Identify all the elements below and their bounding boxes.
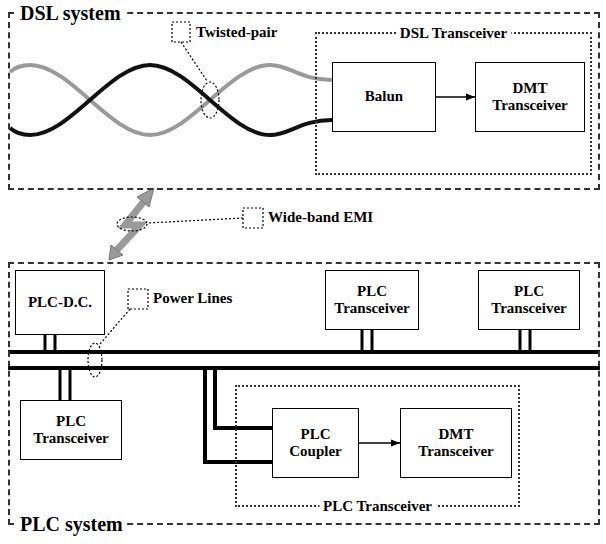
callout-label: Power Lines [153, 290, 232, 307]
callout-ellipse [117, 217, 147, 231]
tap-wire [54, 335, 57, 352]
leader-line [148, 218, 243, 223]
arrow-connector [359, 442, 400, 444]
power-line [8, 350, 600, 354]
group-heading: PLC Transceiver [319, 499, 436, 514]
power-line [8, 366, 600, 370]
box-label: DMT Transceiver [405, 426, 507, 461]
process-box: PLC Coupler [272, 408, 359, 478]
box-label: PLC Transceiver [330, 283, 414, 318]
power-taps [45, 330, 530, 400]
process-box: DMT Transceiver [400, 408, 512, 478]
tap-wire [44, 335, 47, 352]
group-heading: DSL Transceiver [396, 26, 511, 41]
twisted-pair-wire [10, 65, 332, 135]
process-box: PLC Transceiver [325, 270, 419, 330]
callout-box [172, 22, 190, 42]
system-boundary: DSL systemDSL TransceiverBalunDMT Transc… [8, 12, 600, 190]
group-heading: DSL system [16, 3, 125, 23]
callout-box [243, 208, 263, 228]
box-label: PLC Transceiver [25, 413, 117, 448]
tap-wire [59, 368, 62, 400]
leader-line [181, 42, 207, 81]
callout-ellipse [88, 343, 102, 377]
group-heading: PLC system [16, 514, 127, 534]
box-label: PLC Coupler [277, 426, 354, 461]
callout-box [128, 289, 148, 309]
process-box: Balun [332, 62, 436, 132]
emi-arrowhead [109, 245, 123, 260]
callout-ellipse [201, 82, 219, 118]
callout-label: Wide-band EMI [268, 209, 373, 226]
tap-wire [69, 368, 72, 400]
box-label: PLC-D.C. [28, 294, 92, 311]
twisted-pair-wire [10, 65, 332, 135]
system-boundary: PLC systemPLC-D.C.PLC TransceiverPLC Tra… [8, 262, 600, 525]
tap-wire [519, 330, 522, 352]
arrow-connector [436, 96, 475, 98]
box-label: PLC Transceiver [483, 283, 575, 318]
tap-wire [529, 330, 532, 352]
box-label: DMT Transceiver [480, 80, 580, 115]
tap-wire [361, 330, 364, 352]
emi-bolt [115, 200, 145, 252]
coupler-wire [215, 368, 272, 428]
box-label: Balun [365, 88, 403, 105]
process-box: PLC-D.C. [15, 270, 105, 335]
process-box: PLC Transceiver [478, 270, 580, 330]
callout-label: Twisted-pair [196, 24, 277, 41]
process-box: PLC Transceiver [20, 400, 122, 460]
transceiver-group: DSL TransceiverBalunDMT Transceiver [315, 32, 592, 175]
process-box: DMT Transceiver [475, 62, 585, 132]
tap-wire [371, 330, 374, 352]
transceiver-group: PLC TransceiverPLC CouplerDMT Transceive… [235, 385, 520, 507]
emi-arrowhead [137, 188, 154, 207]
coupler-wire [205, 368, 272, 462]
